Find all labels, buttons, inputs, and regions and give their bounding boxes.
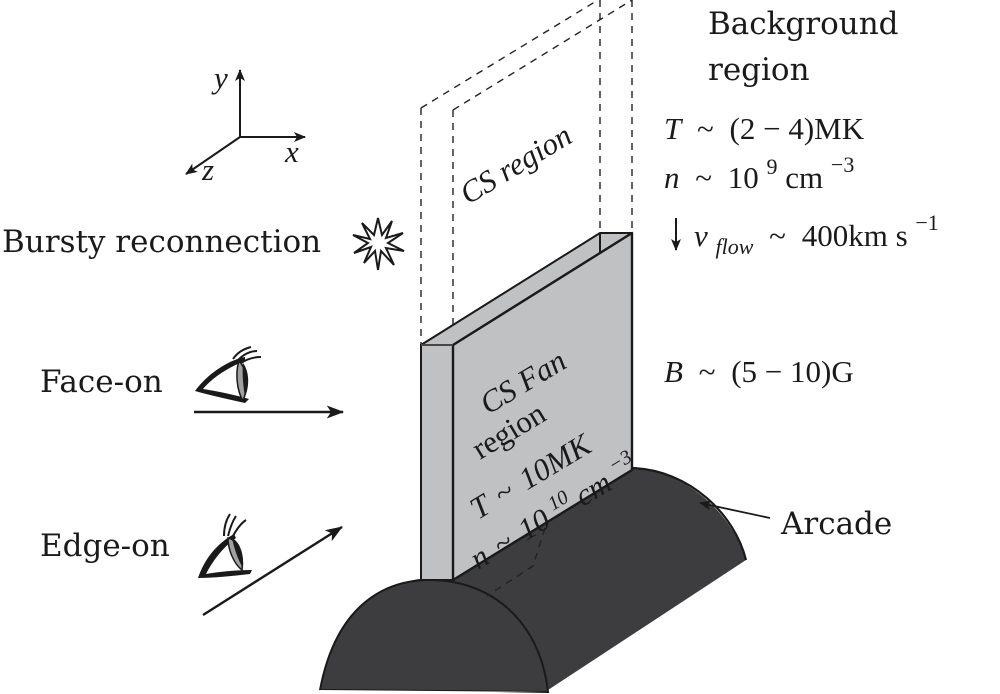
slab-front-face xyxy=(451,231,634,582)
eye-edge-on-icon xyxy=(198,513,252,578)
edge-on-arrow xyxy=(202,525,343,617)
edge-on-label: Edge-on xyxy=(40,528,170,564)
arcade xyxy=(300,466,748,694)
face-on-label: Face-on xyxy=(40,364,163,400)
arcade-back-arch xyxy=(631,466,748,561)
slab-side-face xyxy=(420,344,454,581)
arcade-hidden-edge xyxy=(486,527,546,597)
coordinate-axes: y x z xyxy=(185,60,306,187)
bursty-reconnection-label: Bursty reconnection xyxy=(2,224,321,260)
y-axis-label: y xyxy=(211,60,228,95)
background-label-line2: region xyxy=(708,52,810,88)
arcade-label: Arcade xyxy=(780,506,892,542)
cs-region-label: CS region xyxy=(454,117,578,211)
cs-region-outline xyxy=(420,0,633,345)
eye-face-on-icon xyxy=(195,346,262,403)
background-temperature: T ~ (2 − 4)MK xyxy=(664,111,865,146)
background-label-line1: Background xyxy=(708,6,899,42)
z-axis-label: z xyxy=(201,152,214,187)
magnetic-field-label: B ~ (5 − 10)G xyxy=(664,354,854,389)
burst-star-icon xyxy=(352,217,405,271)
arcade-pointer-arrow xyxy=(699,500,771,519)
x-axis-label: x xyxy=(284,134,299,169)
background-flow: v flow ~ 400km s −1 xyxy=(694,210,939,261)
background-density: n ~ 10 9 cm −3 xyxy=(664,146,854,195)
z-axis-arrow xyxy=(185,136,241,175)
cs-fan-slab xyxy=(420,231,634,582)
